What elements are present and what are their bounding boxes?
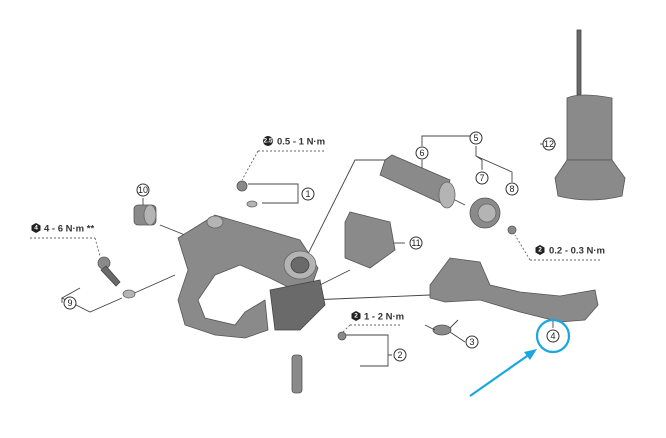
leader-lines — [61, 135, 556, 367]
svg-text:5: 5 — [473, 133, 478, 143]
spring-part — [424, 319, 459, 336]
adjuster-knob-part — [469, 197, 501, 229]
bushing-part — [133, 204, 157, 226]
highlight-circle — [535, 318, 571, 354]
svg-text:8: 8 — [509, 184, 514, 194]
callout-11: 11 — [409, 236, 423, 250]
highlight-arrow-icon — [469, 353, 531, 397]
highlight-callout-4 — [469, 318, 571, 397]
lever-body-part — [177, 214, 326, 339]
svg-text:11: 11 — [411, 238, 420, 248]
svg-text:4: 4 — [550, 331, 555, 341]
callout-5: 5 — [469, 131, 483, 145]
torque-spec-2: 4 4 - 6 N·m ** — [31, 223, 94, 235]
callout-4: 4 — [546, 329, 560, 343]
callout-10: 10 — [136, 183, 150, 197]
bolt-part — [97, 256, 136, 299]
svg-text:2: 2 — [354, 313, 358, 320]
pin-part — [291, 331, 347, 394]
svg-text:6: 6 — [419, 148, 424, 158]
svg-text:2: 2 — [538, 247, 542, 254]
svg-text:2: 2 — [397, 350, 402, 360]
callout-2: 2 — [393, 348, 407, 362]
callout-8: 8 — [505, 182, 519, 196]
torque-spec-4: 2 1 - 2 N·m — [351, 311, 404, 323]
hex-key-icon — [263, 136, 273, 146]
svg-text:0.2 - 0.3 N·m: 0.2 - 0.3 N·m — [549, 246, 605, 257]
torque-spec-3: 2 0.2 - 0.3 N·m — [535, 245, 605, 257]
svg-text:0.5 - 1 N·m: 0.5 - 1 N·m — [277, 137, 325, 148]
svg-text:10: 10 — [138, 185, 148, 195]
hex-key-icon — [31, 223, 41, 233]
svg-text:4: 4 — [34, 225, 38, 232]
svg-text:9: 9 — [67, 298, 72, 308]
svg-text:1 - 2 N·m: 1 - 2 N·m — [364, 312, 404, 323]
svg-text:7: 7 — [479, 173, 484, 183]
cover-part — [344, 211, 396, 269]
grip-sleeve-part — [379, 154, 456, 209]
hex-key-icon — [351, 311, 361, 321]
torque-dashes — [30, 150, 600, 334]
svg-text:12: 12 — [544, 139, 554, 149]
bleed-tool-part — [554, 29, 626, 201]
svg-text:2.5: 2.5 — [263, 138, 272, 145]
svg-text:4 - 6 N·m **: 4 - 6 N·m ** — [44, 224, 94, 235]
callout-7: 7 — [475, 171, 489, 185]
callout-9: 9 — [63, 296, 77, 310]
svg-text:3: 3 — [469, 337, 474, 347]
lever-blade-part — [429, 257, 599, 323]
hex-key-icon — [535, 245, 545, 255]
small-nut-part — [507, 225, 517, 235]
callout-6: 6 — [415, 146, 429, 160]
torque-spec-1: 2.5 0.5 - 1 N·m — [263, 136, 325, 148]
svg-text:1: 1 — [305, 189, 310, 199]
callout-3: 3 — [465, 335, 479, 349]
callout-12: 12 — [542, 137, 556, 151]
callout-1: 1 — [301, 187, 315, 201]
screw-part — [236, 180, 258, 208]
